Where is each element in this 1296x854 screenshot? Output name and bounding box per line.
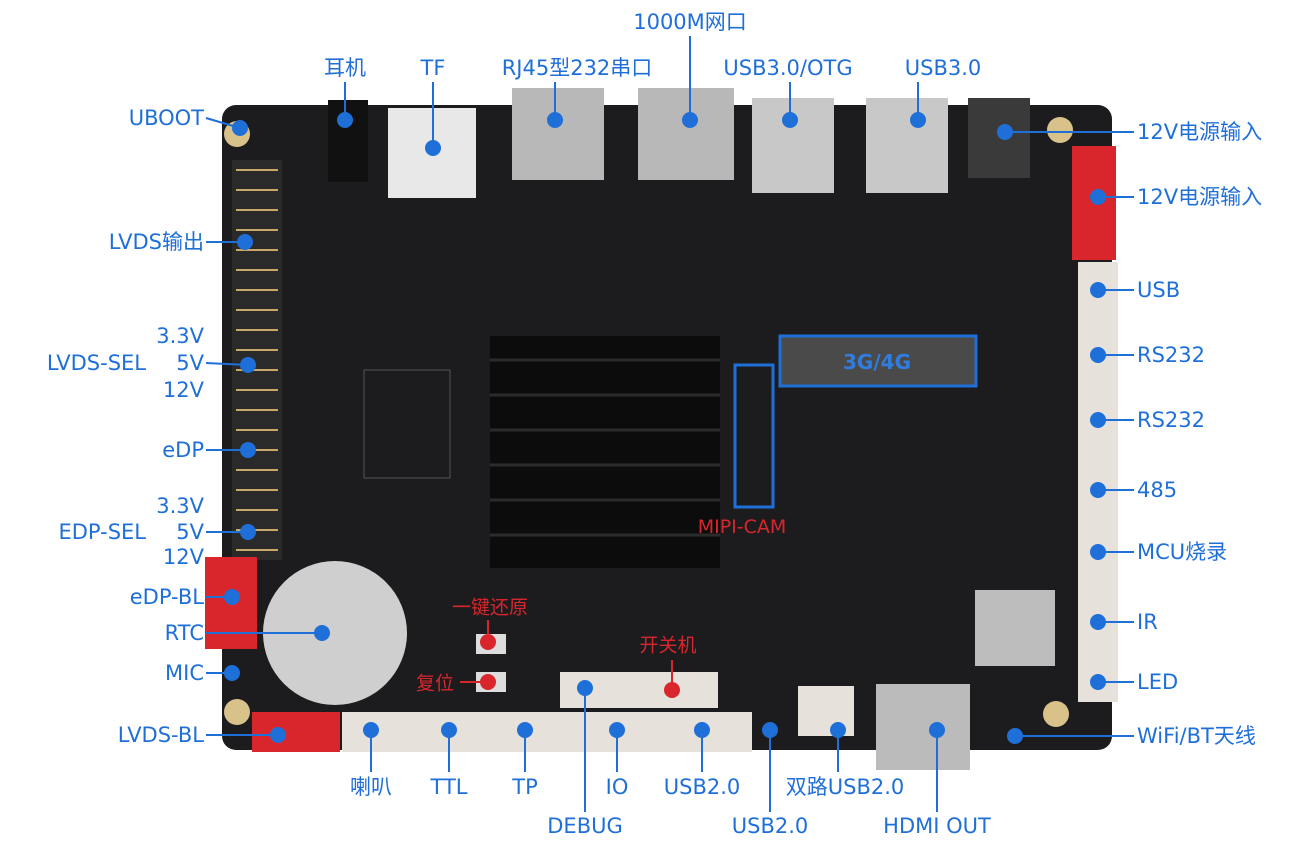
rj45-port — [512, 88, 604, 180]
bottom-connectors — [342, 712, 752, 752]
emmc-chip — [363, 369, 451, 479]
label-usb2-a: USB2.0 — [663, 775, 741, 799]
usb3-otg-port — [752, 98, 834, 193]
label-speaker: 喇叭 — [350, 775, 392, 799]
label-edp-5v: 5V — [176, 520, 204, 544]
leader-lines — [205, 36, 1134, 812]
label-rs232-1: RS232 — [1137, 343, 1206, 367]
label-usb: USB — [1137, 278, 1181, 302]
label-usb3-otg: USB3.0/OTG — [723, 56, 853, 80]
3g4g-slot — [778, 334, 978, 388]
dc-jack — [968, 98, 1030, 178]
label-recovery: 一键还原 — [451, 596, 529, 619]
label-power-button: 开关机 — [639, 634, 697, 657]
mount-hole — [1043, 701, 1069, 727]
red-markers — [460, 620, 680, 698]
label-edp-12v: 12V — [162, 545, 204, 569]
label-tf: TF — [420, 56, 446, 80]
label-dual-usb2: 双路USB2.0 — [785, 775, 905, 799]
label-power-1: 12V电源输入 — [1137, 120, 1263, 144]
label-lvds-12v: 12V — [162, 378, 204, 402]
label-3g4g: 3G/4G — [843, 350, 911, 374]
rtc-battery — [263, 561, 407, 705]
label-io: IO — [605, 775, 629, 799]
earphone-jack — [328, 100, 368, 182]
mount-hole — [224, 699, 250, 725]
label-uboot: UBOOT — [128, 106, 204, 130]
label-mic: MIC — [165, 661, 204, 685]
label-lvds-3v3: 3.3V — [156, 324, 204, 348]
label-rj45: RJ45型232串口 — [501, 56, 653, 80]
label-lvds-sel: LVDS-SEL — [46, 351, 146, 375]
label-485: 485 — [1137, 478, 1178, 502]
label-usb3: USB3.0 — [904, 56, 982, 80]
label-ethernet: 1000M网口 — [633, 10, 747, 34]
label-lvds-out: LVDS输出 — [108, 230, 204, 254]
label-mipi-cam: MIPI-CAM — [697, 516, 787, 538]
label-led: LED — [1137, 670, 1179, 694]
label-power-2: 12V电源输入 — [1137, 185, 1263, 209]
label-rtc: RTC — [164, 621, 204, 645]
hdmi-port — [876, 684, 970, 770]
label-hdmi: HDMI OUT — [883, 814, 991, 838]
lvds-bl-connector — [252, 712, 340, 752]
label-reset: 复位 — [415, 672, 455, 695]
label-debug: DEBUG — [547, 814, 623, 838]
wifi-module — [975, 590, 1055, 666]
label-edp: eDP — [162, 438, 204, 462]
label-mcu: MCU烧录 — [1137, 540, 1228, 564]
label-tp: TP — [512, 775, 538, 799]
label-earphone: 耳机 — [324, 56, 366, 80]
label-rs232-2: RS232 — [1137, 408, 1206, 432]
label-edp-sel: EDP-SEL — [58, 520, 146, 544]
label-lvds-bl: LVDS-BL — [117, 723, 204, 747]
label-ttl: TTL — [430, 775, 468, 799]
ethernet-port — [638, 88, 734, 180]
mount-hole — [1047, 117, 1073, 143]
label-edp-3v3: 3.3V — [156, 494, 204, 518]
label-wifi: WiFi/BT天线 — [1137, 724, 1256, 748]
label-usb2-b: USB2.0 — [731, 814, 809, 838]
mipi-cam-box — [733, 363, 775, 509]
pin-header — [232, 160, 282, 560]
label-edp-bl: eDP-BL — [129, 585, 204, 609]
heatsink — [490, 336, 720, 568]
label-lvds-5v: 5V — [176, 351, 204, 375]
usb3-port — [866, 98, 948, 193]
label-ir: IR — [1137, 610, 1158, 634]
